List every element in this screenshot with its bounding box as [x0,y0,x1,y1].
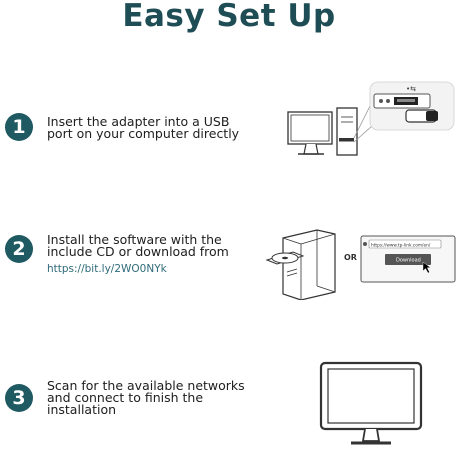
page-title: Easy Set Up [122,0,336,34]
step-number-1: 1 [5,113,33,141]
step-2-text: Install the software with the include CD… [47,232,229,275]
step-1-text: Insert the adapter into a USB port on yo… [47,114,240,141]
step-3-text: Scan for the available networks and conn… [47,378,245,417]
usb-setup-illustration: •⇆ [287,81,455,156]
step-3-line-2: and connect to finish the [47,390,204,405]
step-1-line-2: port on your computer directly [47,126,240,141]
step-3-line-3: installation [47,402,117,417]
usb-adapter-icon [405,109,438,123]
step-1-line-1: Insert the adapter into a USB [47,114,230,129]
step-1: 1 Insert the adapter into a USB port on … [0,80,458,190]
step-number-3: 3 [5,384,33,412]
software-install-illustration: OR https://www.tp-link.com/en/ Download [265,229,456,300]
svg-text:•⇆: •⇆ [406,85,416,93]
browser-window-icon: https://www.tp-link.com/en/ Download [360,235,456,283]
download-link[interactable]: https://bit.ly/2WO0NYk [47,263,167,275]
step-2-line-1: Install the software with the [47,232,222,247]
step-2-line-2: include CD or download from [47,244,229,259]
usb-port-icon: •⇆ [369,81,455,131]
desktop-computer-icon [287,107,358,156]
step-3-line-1: Scan for the available networks [47,378,245,393]
browser-url: https://www.tp-link.com/en/ [371,243,431,249]
step-2: 2 Install the software with the include … [0,220,458,330]
cd-drive-icon [265,229,336,300]
download-button: Download [396,258,421,264]
step-3: 3 Scan for the available networks and co… [0,355,458,465]
or-label: OR [344,253,357,262]
monitor-icon [319,361,423,445]
step-number-2: 2 [5,235,33,263]
